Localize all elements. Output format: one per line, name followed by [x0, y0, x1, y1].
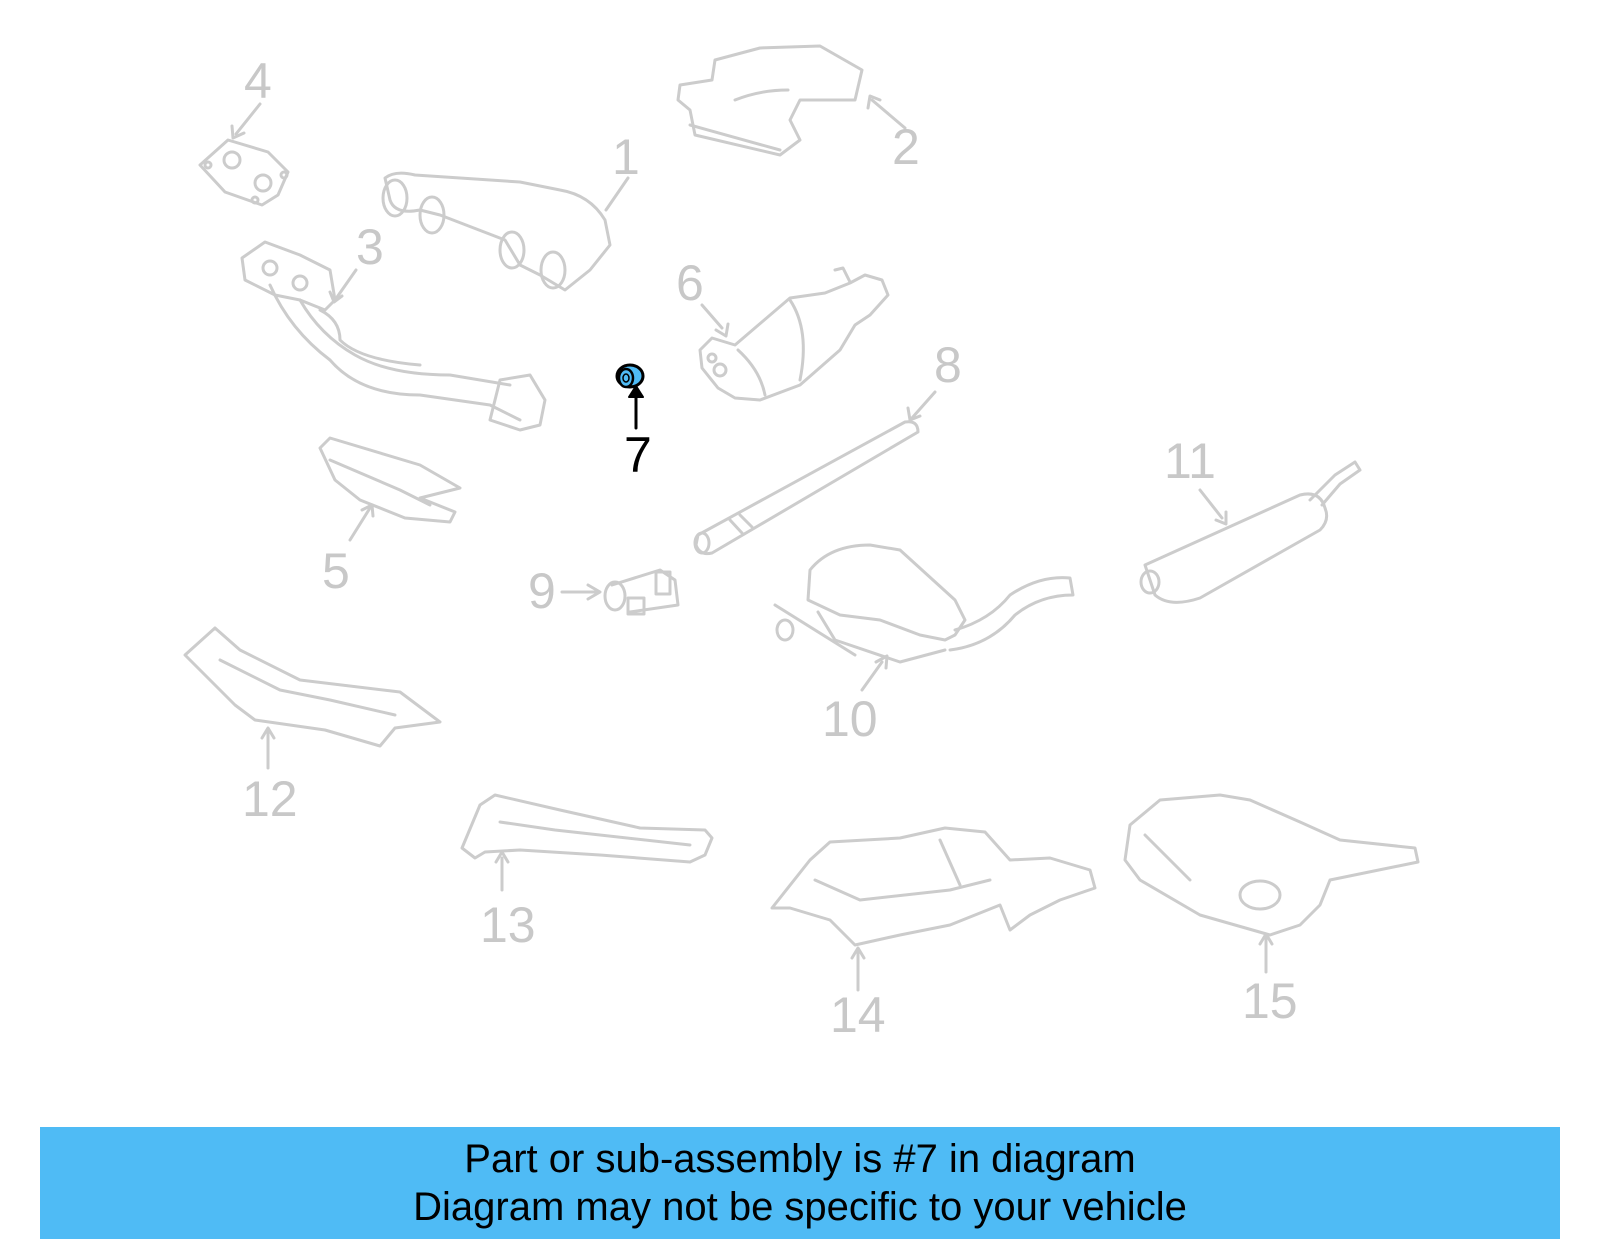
- callout-7-highlighted[interactable]: 7: [624, 427, 652, 483]
- part-9-clamp-icon: [560, 568, 680, 616]
- callout-1[interactable]: 1: [612, 129, 640, 185]
- part-15-heat-shield-icon: [1123, 793, 1420, 974]
- part-3-front-pipe-icon: [240, 240, 547, 432]
- callout-14[interactable]: 14: [830, 987, 886, 1043]
- part-10-center-muffler-icon: [773, 543, 1075, 692]
- part-2-heat-shield-bracket-icon: [676, 44, 907, 157]
- diagram-drawing: [183, 44, 1420, 992]
- part-7-bushing-highlighted-icon: [615, 363, 645, 430]
- callout-6[interactable]: 6: [676, 255, 704, 311]
- part-1-exhaust-manifold-icon: [381, 171, 630, 292]
- part-6-catalytic-converter-icon: [698, 266, 890, 402]
- banner-part-notice: Part or sub-assembly is #7 in diagram: [464, 1137, 1136, 1181]
- part-12-heat-shield-icon: [183, 626, 442, 770]
- exhaust-parts-diagram: 1 2 3 4 5 6 7 8 9 10 11 12 13 14 15: [183, 44, 1420, 1043]
- part-5-heat-shield-icon: [318, 436, 462, 542]
- callout-15[interactable]: 15: [1242, 973, 1298, 1029]
- callout-8[interactable]: 8: [934, 337, 962, 393]
- part-4-gasket-icon: [198, 102, 290, 207]
- part-11-rear-muffler-icon: [1139, 460, 1362, 604]
- part-13-heat-shield-icon: [460, 793, 714, 892]
- callout-3[interactable]: 3: [356, 219, 384, 275]
- callout-13[interactable]: 13: [480, 897, 536, 953]
- callout-4[interactable]: 4: [244, 53, 272, 109]
- callout-11[interactable]: 11: [1164, 433, 1216, 489]
- part-8-intermediate-pipe-icon: [693, 390, 937, 556]
- banner-vehicle-disclaimer: Diagram may not be specific to your vehi…: [413, 1185, 1187, 1229]
- part-14-heat-shield-icon: [770, 826, 1097, 992]
- callout-2[interactable]: 2: [892, 119, 920, 175]
- callout-9[interactable]: 9: [528, 563, 556, 619]
- diagram-notice-banner: Part or sub-assembly is #7 in diagram Di…: [40, 1127, 1560, 1239]
- callout-5[interactable]: 5: [322, 543, 350, 599]
- callout-10[interactable]: 10: [822, 691, 878, 747]
- callout-12[interactable]: 12: [242, 771, 298, 827]
